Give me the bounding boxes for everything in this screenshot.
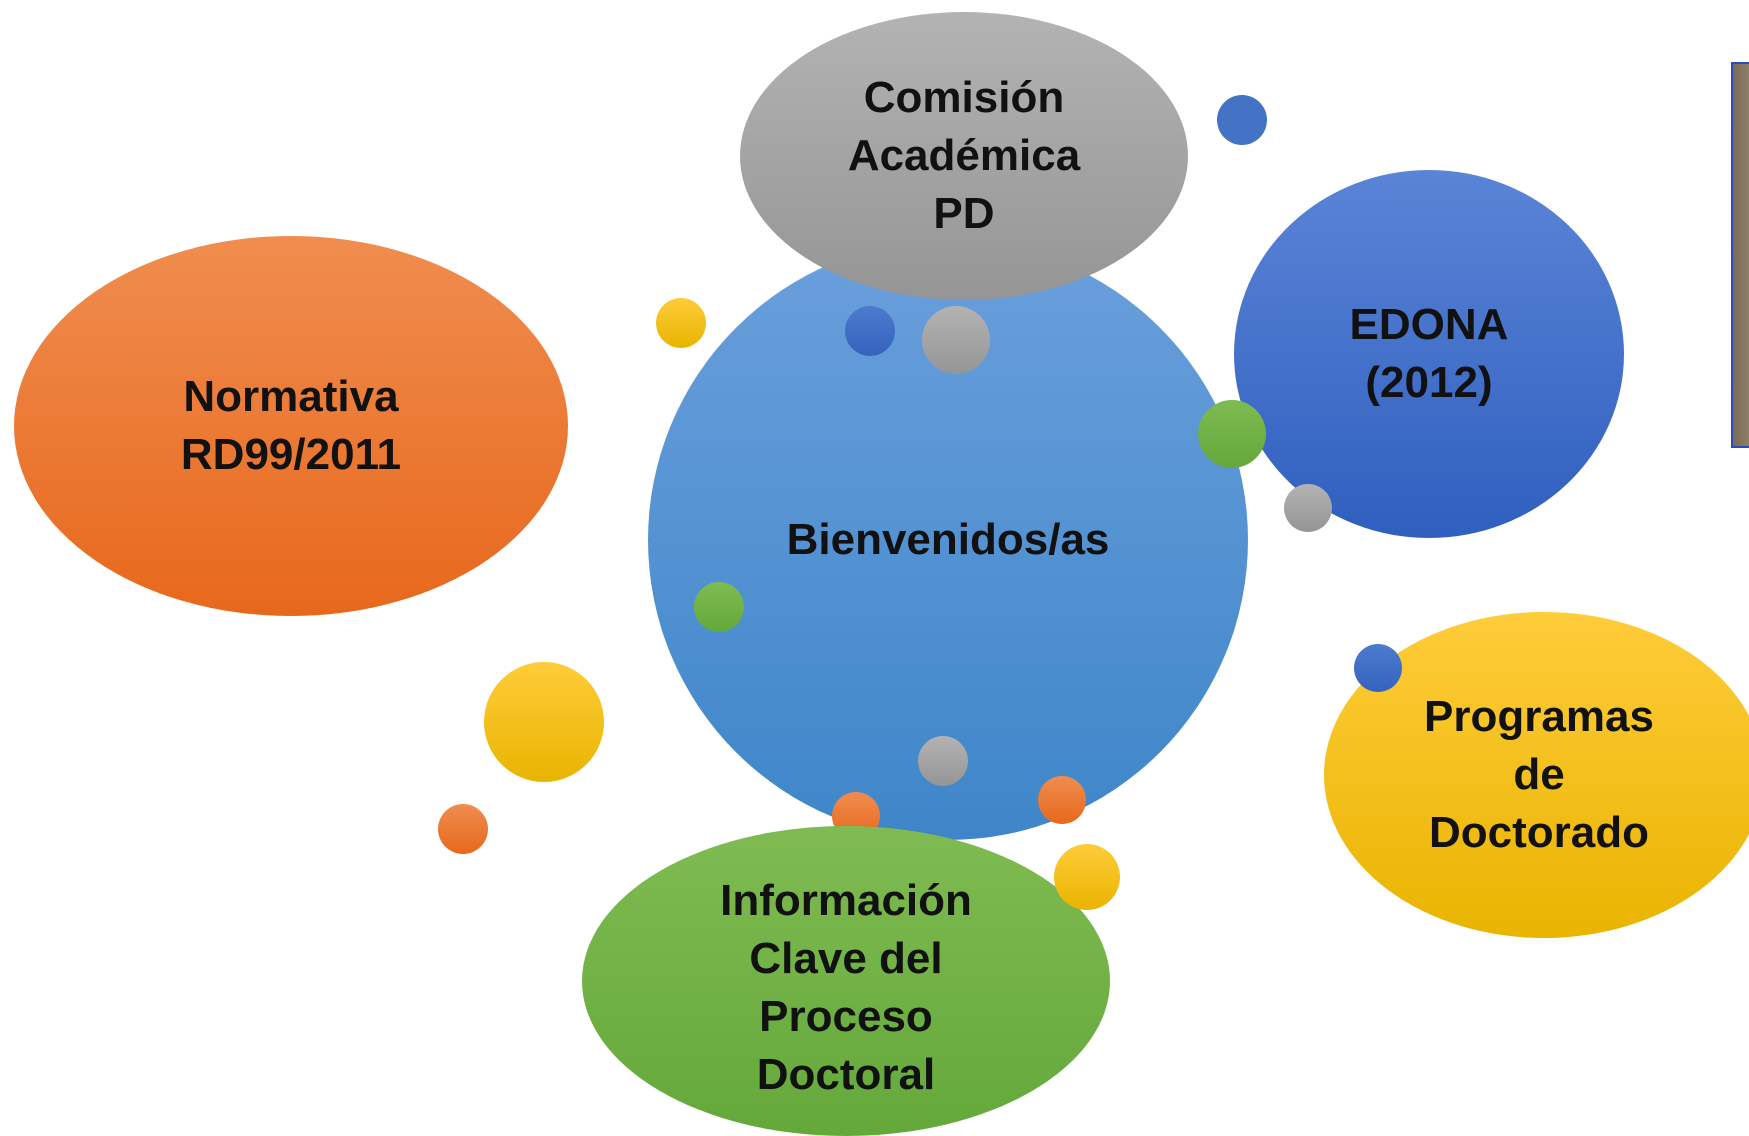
bubble-programas-label: Programas de Doctorado [1424,688,1654,862]
informacion-line-1: Información [720,876,972,925]
bubble-bienvenidos-label: Bienvenidos/as [787,511,1110,569]
comision-line-1: Comisión [863,73,1065,122]
dot-green-1 [1198,400,1266,468]
dot-blue-3 [1354,644,1402,692]
bubble-informacion-label: Información Clave del Proceso Doctoral [720,872,972,1104]
bubble-informacion-clave: Información Clave del Proceso Doctoral [582,826,1110,1136]
dot-yellow-1 [656,298,706,348]
normativa-line-1: Normativa [183,372,399,421]
bubble-normativa-label: Normativa RD99/2011 [181,368,401,484]
dot-blue-2 [845,306,895,356]
informacion-line-4: Doctoral [756,1050,936,1099]
dot-yellow-3 [1054,844,1120,910]
dot-gray-1 [922,306,990,374]
informacion-line-2: Clave del [749,934,943,983]
bubble-edona-label: EDONA (2012) [1350,296,1509,412]
bubble-comision-academica: Comisión Académica PD [740,12,1188,300]
edona-line-2: (2012) [1365,358,1493,407]
dot-gray-3 [918,736,968,786]
dot-yellow-2 [484,662,604,782]
cropped-photo-image [1731,62,1749,448]
edona-line-1: EDONA [1349,300,1509,349]
dot-gray-2 [1284,484,1332,532]
normativa-line-2: RD99/2011 [180,430,402,479]
dot-orange-3 [1038,776,1086,824]
comision-line-2: Académica [847,131,1081,180]
programas-line-3: Doctorado [1428,808,1649,857]
bubble-comision-label: Comisión Académica PD [848,69,1080,243]
bienvenidos-text: Bienvenidos/as [786,515,1110,564]
programas-line-2: de [1513,750,1565,799]
comision-line-3: PD [933,189,995,238]
bubble-edona: EDONA (2012) [1234,170,1624,538]
dot-orange-1 [438,804,488,854]
dot-green-2 [694,582,744,632]
bubble-normativa: Normativa RD99/2011 [14,236,568,616]
dot-blue-1 [1217,95,1267,145]
informacion-line-3: Proceso [759,992,933,1041]
programas-line-1: Programas [1424,692,1654,741]
